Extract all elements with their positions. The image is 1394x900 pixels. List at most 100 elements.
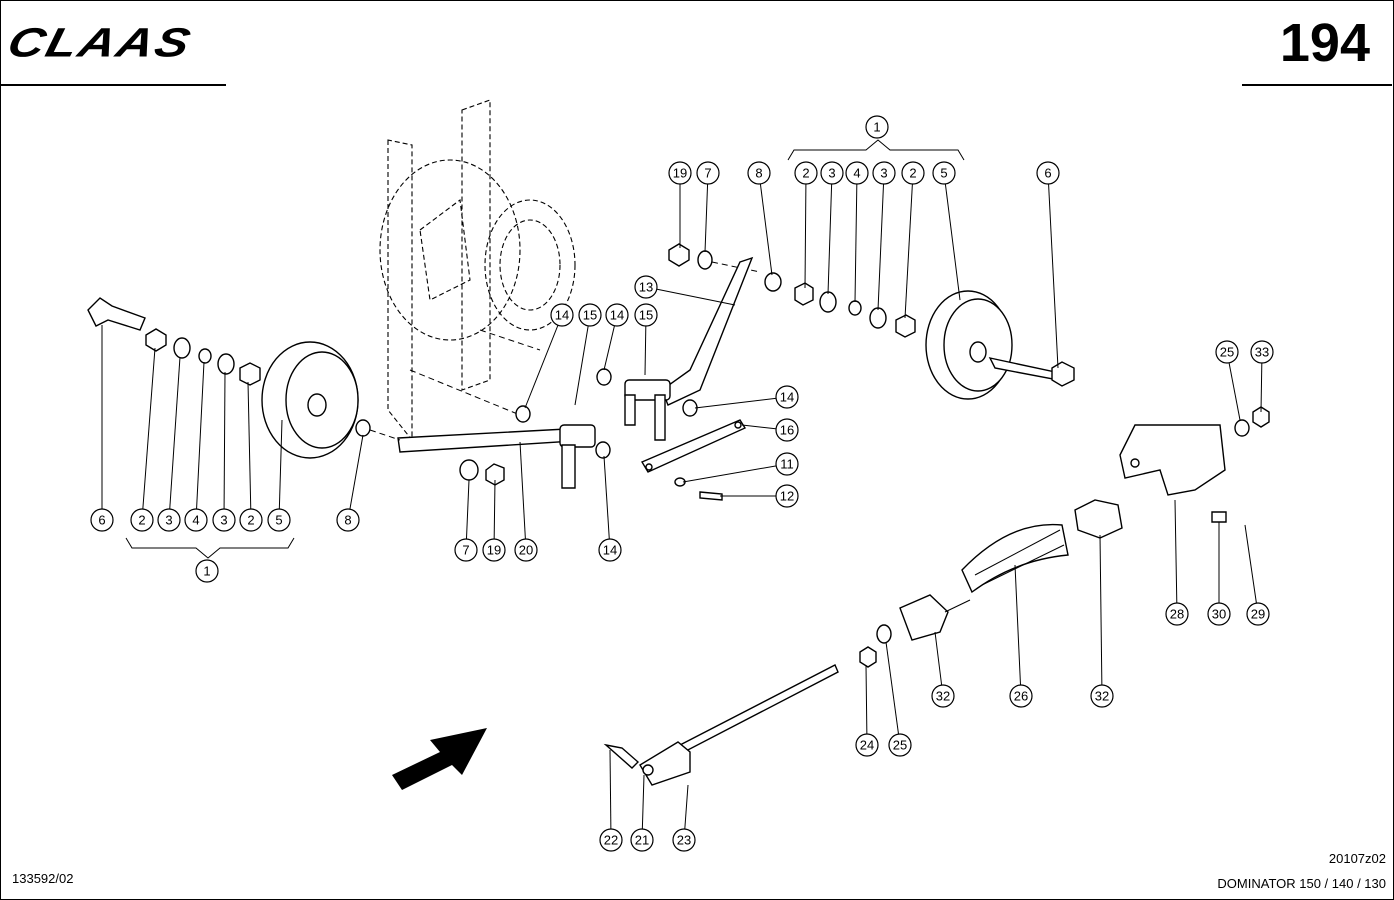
footer-right-code: 20107z02 (1328, 851, 1386, 866)
part-callout: 23 (672, 828, 696, 852)
leader-line (758, 172, 773, 276)
part-number-label: 1 (873, 120, 880, 135)
part-number-label: 6 (1044, 166, 1051, 181)
part-number-label: 2 (247, 513, 254, 528)
part-number-label: 21 (635, 833, 649, 848)
part-number-label: 3 (880, 166, 887, 181)
leader-line (1099, 534, 1103, 697)
part-number-label: 24 (860, 738, 874, 753)
part-number-label: 11 (780, 457, 794, 472)
part-callout: 33 (1250, 340, 1274, 364)
part-number-label: 15 (639, 308, 653, 323)
footer-left-code: 133592/02 (12, 871, 74, 886)
link-bars (397, 405, 747, 501)
header-rule-left (0, 84, 226, 86)
part-callout: 4 (184, 508, 208, 532)
part-callout: 3 (212, 508, 236, 532)
leader-line (223, 371, 226, 521)
leader-line (1014, 564, 1022, 697)
leader-lines (101, 172, 1263, 841)
leader-line (885, 641, 901, 746)
leader-line (1244, 524, 1259, 615)
part-number-label: 7 (704, 166, 711, 181)
part-number-label: 3 (220, 513, 227, 528)
leader-line (603, 455, 611, 551)
part-callout: 1 (865, 115, 889, 139)
part-callout: 8 (336, 508, 360, 532)
part-callout: 4 (845, 161, 869, 185)
part-callout: 8 (747, 161, 771, 185)
part-callout: 12 (775, 484, 799, 508)
part-number-label: 2 (802, 166, 809, 181)
part-callout: 5 (267, 508, 291, 532)
leader-line (704, 172, 709, 253)
part-callout: 2 (794, 161, 818, 185)
left-pulley-parts (87, 297, 401, 459)
part-callout: 13 (634, 275, 658, 299)
part-number-label: 13 (639, 280, 653, 295)
part-callout: 21 (630, 828, 654, 852)
part-callout: 14 (598, 538, 622, 562)
part-callout: 19 (668, 161, 692, 185)
part-number-label: 32 (936, 689, 950, 704)
leader-line (195, 361, 205, 521)
leader-line (574, 314, 591, 406)
leader-line (904, 172, 914, 319)
part-number-label: 19 (673, 166, 687, 181)
part-number-label: 33 (1255, 345, 1269, 360)
part-number-label: 16 (780, 423, 794, 438)
part-number-label: 19 (487, 543, 501, 558)
machine-frame-outline (379, 99, 576, 442)
part-callout: 19 (482, 538, 506, 562)
part-number-label: 3 (165, 513, 172, 528)
group-bracket-lower (125, 537, 295, 559)
spring-assembly (603, 406, 1270, 786)
leader-line (168, 356, 181, 521)
part-number-label: 14 (610, 308, 624, 323)
part-callout: 5 (932, 161, 956, 185)
part-callout: 3 (820, 161, 844, 185)
part-callout: 11 (775, 452, 799, 476)
leader-line (827, 172, 833, 295)
part-number-label: 5 (275, 513, 282, 528)
part-callout: 32 (931, 684, 955, 708)
part-callout: 32 (1090, 684, 1114, 708)
part-number-label: 5 (940, 166, 947, 181)
part-number-label: 3 (828, 166, 835, 181)
part-callout: 2 (901, 161, 925, 185)
part-number-label: 14 (603, 543, 617, 558)
leader-line (804, 172, 807, 289)
part-number-label: 14 (555, 308, 569, 323)
part-number-label: 1 (203, 564, 210, 579)
part-number-label: 6 (98, 513, 105, 528)
part-callout: 2 (130, 508, 154, 532)
part-callout: 30 (1207, 602, 1231, 626)
leader-line (347, 434, 364, 521)
part-number-label: 8 (344, 513, 351, 528)
leader-line (865, 664, 868, 746)
part-number-label: 32 (1095, 689, 1109, 704)
part-callout: 28 (1165, 602, 1189, 626)
part-callout: 2 (239, 508, 263, 532)
lever-arm (596, 256, 754, 441)
part-number-label: 26 (1014, 689, 1028, 704)
part-callout: 25 (888, 733, 912, 757)
part-callout: 14 (550, 303, 574, 327)
part-number-label: 2 (909, 166, 916, 181)
part-callout: 6 (90, 508, 114, 532)
leader-line (519, 441, 527, 551)
part-callout: 29 (1246, 602, 1270, 626)
page-number: 194 (1279, 13, 1370, 73)
part-number-label: 23 (677, 833, 691, 848)
leader-line (943, 172, 961, 301)
part-callout: 3 (157, 508, 181, 532)
part-callout: 7 (696, 161, 720, 185)
part-number-label: 8 (755, 166, 762, 181)
part-number-label: 29 (1251, 607, 1265, 622)
part-number-label: 12 (780, 489, 794, 504)
part-callout: 1 (195, 559, 219, 583)
part-number-label: 25 (1220, 345, 1234, 360)
leader-line (877, 172, 885, 311)
